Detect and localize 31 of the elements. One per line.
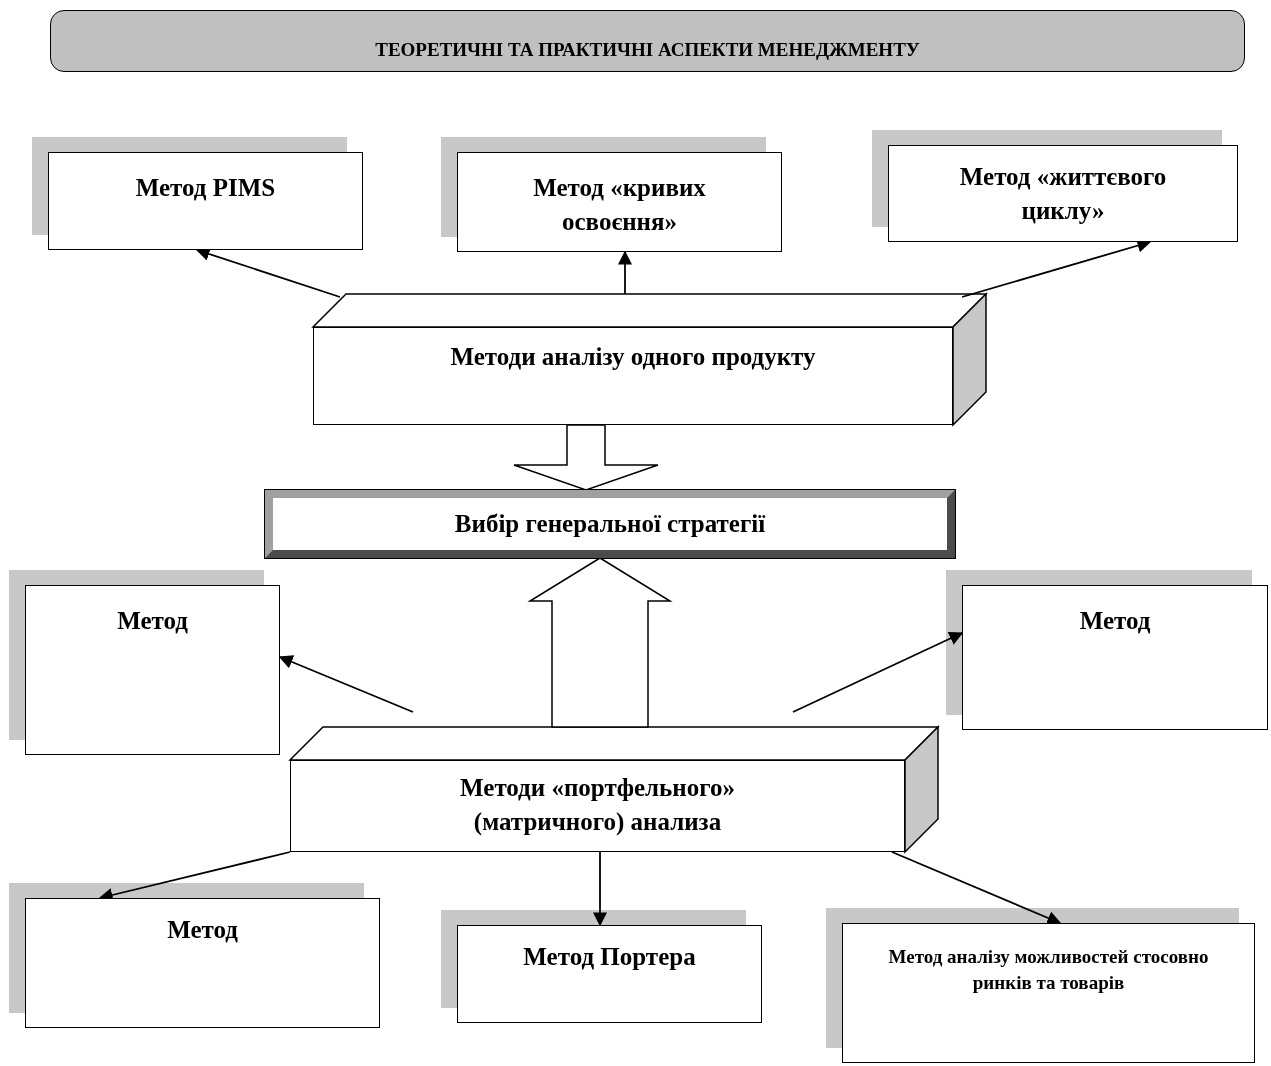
node-label: Метод Портера <box>522 942 697 972</box>
arrow <box>792 632 964 713</box>
method-box <box>48 152 363 250</box>
3d-box <box>313 327 953 425</box>
title-banner <box>50 10 1245 72</box>
node-label: Вибір генеральної стратегії <box>453 509 767 540</box>
node-label: Метод PIMS <box>134 173 277 203</box>
node-label: Метод «кривих освоєння» <box>532 173 707 237</box>
arrow <box>278 655 414 713</box>
framed-box <box>265 490 955 558</box>
node-label: Метод аналізу можливостей стосовно ринків та товарів <box>887 945 1210 995</box>
node-label: Метод <box>1078 606 1152 636</box>
method-box <box>25 898 380 1028</box>
method-box <box>25 585 280 755</box>
node-label: Метод <box>116 606 189 636</box>
method-box <box>842 923 1255 1063</box>
method-box <box>457 152 782 252</box>
node-label: Метод <box>166 915 239 945</box>
3d-box <box>290 760 905 852</box>
node-label: Метод «життєвого циклу» <box>958 162 1168 226</box>
arrow <box>618 250 632 295</box>
node-label: Методи «портфельного» (матричного) анализа <box>459 773 736 837</box>
arrow <box>891 851 1062 925</box>
node-label: ТЕОРЕТИЧНІ ТА ПРАКТИЧНІ АСПЕКТИ МЕНЕДЖМЕНТУ <box>374 38 921 63</box>
arrow <box>593 851 607 927</box>
method-box <box>457 925 762 1023</box>
method-box <box>888 145 1238 242</box>
node-label: Методи аналізу одного продукту <box>449 342 817 372</box>
method-box <box>962 585 1268 730</box>
block-arrow <box>513 424 659 491</box>
block-arrow <box>527 557 673 728</box>
